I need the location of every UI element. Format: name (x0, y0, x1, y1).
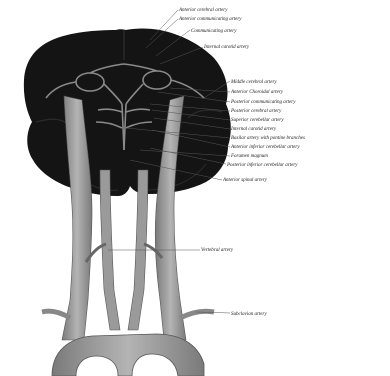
label-posterior-inferior-cerebellar-artery: Posterior inferior cerebellar artery (226, 163, 298, 168)
label-posterior-cerebral-artery: Posterior cerebral artery (230, 109, 282, 114)
label-internal-carotid-artery-2: Internal carotid artery (230, 127, 277, 132)
label-vertebral-artery: Vertebral artery (201, 248, 234, 253)
label-anterior-spinal-artery: Anterior spinal artery (222, 178, 268, 183)
label-anterior-inferior-cerebellar-artery: Anterior inferior cerebellar artery (230, 145, 300, 150)
label-internal-carotid-artery: Internal carotid artery (203, 45, 250, 50)
label-anterior-communicating-artery: Anterior communicating artery (178, 17, 242, 22)
label-posterior-communicating-artery: Posterior communicating artery (230, 100, 296, 105)
label-communicating-artery: Communicating artery (191, 29, 237, 34)
label-basilar-artery: Basilar artery with pontine branches (231, 136, 305, 141)
label-superior-cerebellar-artery: Superior cerebellar artery (231, 118, 284, 123)
label-middle-cerebral-artery: Middle cerebral artery (230, 80, 277, 85)
label-anterior-choroidal-artery: Anterior Choroidal artery (230, 90, 284, 95)
label-anterior-cerebral-artery: Anterior cerebral artery (178, 8, 228, 13)
label-subclavian-artery: Subclavian artery (231, 312, 267, 317)
label-foramen-magnum: Foramen magnum (230, 154, 268, 159)
